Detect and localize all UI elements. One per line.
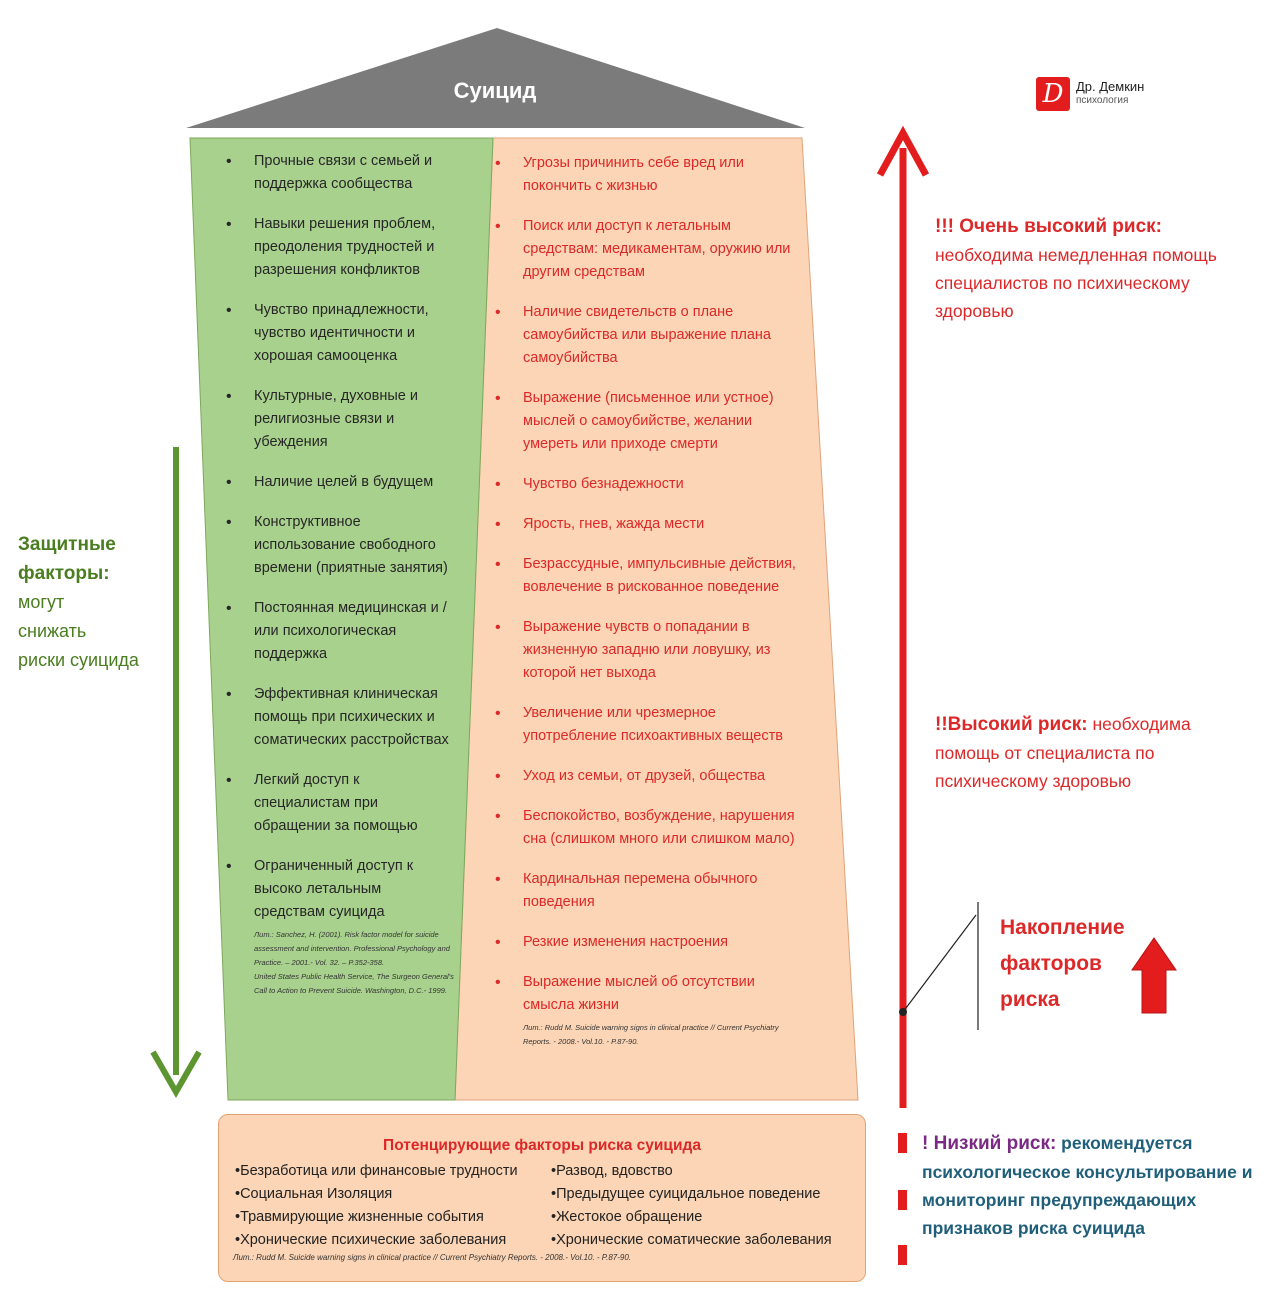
protective-reference: United States Public Health Service, The…	[254, 972, 454, 995]
risk-arrow-head	[876, 125, 930, 177]
protective-label: Защитные факторы: могут снижать риски су…	[18, 530, 139, 675]
warning-item: Ярость, гнев, жажда мести	[495, 513, 805, 536]
warning-item: Беспокойство, возбуждение, нарушения сна…	[495, 805, 805, 851]
warning-item: Кардинальная перемена обычного поведения	[495, 868, 805, 914]
low-risk-text: рекомендуется психологическое консультир…	[922, 1133, 1253, 1238]
high-risk-label: !!Высокий риск: необходима помощь от спе…	[935, 710, 1255, 795]
protective-label-line: факторы:	[18, 563, 110, 584]
protective-item: Эффективная клиническая помощь при психи…	[204, 683, 454, 752]
low-risk-dash	[898, 1190, 907, 1210]
aggravating-item: •Развод, вдовство	[551, 1163, 673, 1179]
low-risk-dash	[898, 1245, 907, 1265]
accumulation-arrow-icon	[1131, 937, 1177, 1014]
warning-item: Выражение мыслей об отсутствии смысла жи…	[495, 971, 805, 1017]
protective-label-sub: могут	[18, 592, 65, 612]
warning-item: Поиск или доступ к летальным средствам: …	[495, 215, 805, 284]
protective-label-sub: риски суицида	[18, 650, 139, 670]
accumulation-pointer	[902, 914, 977, 1013]
warning-item: Выражение (письменное или устное) мыслей…	[495, 387, 805, 456]
high-risk-head: !!Высокий риск:	[935, 714, 1088, 735]
roof-shape	[186, 28, 805, 128]
warning-item: Чувство безнадежности	[495, 473, 805, 496]
accumulation-label: Накопление факторов риска	[1000, 910, 1125, 1018]
logo-letter-icon: D	[1036, 77, 1070, 111]
warning-item: Резкие изменения настроения	[495, 931, 805, 954]
protective-arrow-head	[150, 1050, 202, 1099]
protective-item: Прочные связи с семьей и поддержка сообщ…	[204, 150, 454, 196]
warning-reference: Лит.: Rudd M. Suicide warning signs in c…	[523, 1023, 779, 1046]
aggravating-title: Потенцирующие факторы риска суицида	[383, 1137, 701, 1154]
aggravating-item: •Предыдущее суицидальное поведение	[551, 1186, 821, 1202]
aggravating-item: •Социальная Изоляция	[235, 1186, 393, 1202]
logo-name: Др. Демкин	[1076, 79, 1145, 94]
warning-item: Безрассудные, импульсивные действия, вов…	[495, 553, 805, 599]
aggravating-item: •Хронические соматические заболевания	[551, 1232, 832, 1248]
warning-list-container: Угрозы причинить себе вред или покончить…	[495, 152, 805, 1049]
protective-item: Легкий доступ к специалистам при обращен…	[204, 769, 454, 838]
warning-item: Угрозы причинить себе вред или покончить…	[495, 152, 805, 198]
protective-reference: Лит.: Sanchez, H. (2001). Risk factor mo…	[254, 930, 450, 967]
accumulation-line: Накопление	[1000, 916, 1125, 939]
logo-subtitle: психология	[1076, 95, 1129, 106]
protective-label-line: Защитные	[18, 534, 116, 555]
aggravating-item: •Травмирующие жизненные события	[235, 1209, 484, 1225]
warning-item: Увеличение или чрезмерное употребление п…	[495, 702, 805, 748]
roof-title: Суицид	[453, 78, 537, 103]
aggravating-left-column: •Безработица или финансовые трудности •С…	[235, 1160, 518, 1252]
aggravating-right-column: •Развод, вдовство •Предыдущее суицидальн…	[551, 1160, 832, 1252]
warning-item: Уход из семьи, от друзей, общества	[495, 765, 805, 788]
low-risk-head: ! Низкий риск:	[922, 1133, 1057, 1154]
warning-item: Выражение чувств о попадании в жизненную…	[495, 616, 805, 685]
accumulation-dot	[899, 1008, 907, 1016]
protective-item: Культурные, духовные и религиозные связи…	[204, 385, 454, 454]
very-high-risk-head: !!! Очень высокий риск:	[935, 216, 1162, 237]
protective-item: Навыки решения проблем, преодоления труд…	[204, 213, 454, 282]
warning-list: Угрозы причинить себе вред или покончить…	[495, 152, 805, 1017]
low-risk-label: ! Низкий риск: рекомендуется психологиче…	[922, 1129, 1262, 1242]
protective-item: Ограниченный доступ к высоко летальным с…	[204, 855, 454, 924]
protective-item: Наличие целей в будущем	[204, 471, 454, 494]
very-high-risk-text: необходима немедленная помощь специалист…	[935, 245, 1217, 321]
very-high-risk-label: !!! Очень высокий риск: необходима немед…	[935, 212, 1235, 325]
protective-item: Конструктивное использование свободного …	[204, 511, 454, 580]
aggravating-item: •Безработица или финансовые трудности	[235, 1163, 518, 1179]
protective-item: Постоянная медицинская и /или психологич…	[204, 597, 454, 666]
aggravating-item: •Жестокое обращение	[551, 1209, 703, 1225]
high-risk-text: необходима помощь от специалиста по псих…	[935, 714, 1191, 791]
low-risk-dash	[898, 1133, 907, 1153]
aggravating-reference: Лит.: Rudd M. Suicide warning signs in c…	[233, 1253, 632, 1262]
warning-item: Наличие свидетельств о плане самоубийств…	[495, 301, 805, 370]
protective-label-sub: снижать	[18, 621, 87, 641]
protective-list: Прочные связи с семьей и поддержка сообщ…	[204, 150, 454, 924]
accumulation-line: факторов	[1000, 952, 1102, 975]
aggravating-item: •Хронические психические заболевания	[235, 1232, 507, 1248]
protective-item: Чувство принадлежности, чувство идентичн…	[204, 299, 454, 368]
protective-list-container: Прочные связи с семьей и поддержка сообщ…	[204, 150, 454, 998]
accumulation-line: риска	[1000, 988, 1060, 1011]
aggravating-factors-box: Потенцирующие факторы риска суицида •Без…	[218, 1114, 866, 1282]
